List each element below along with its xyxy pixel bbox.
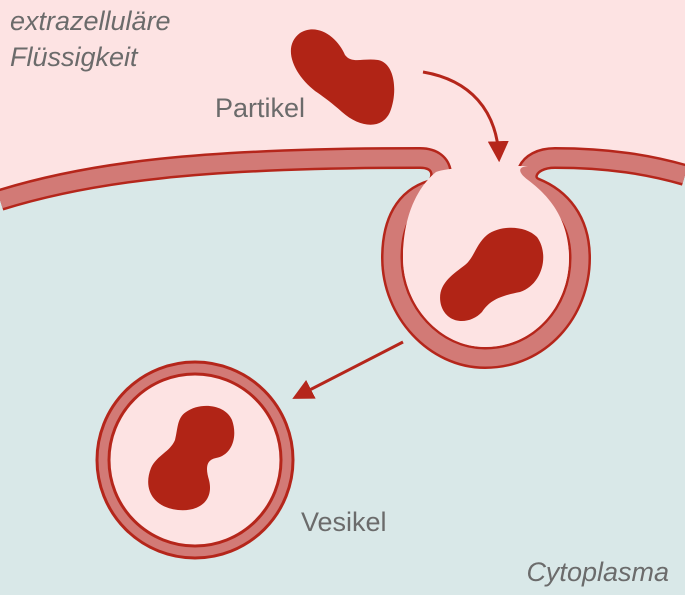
particle-in-vesicle — [148, 405, 235, 511]
arrow-particle-to-membrane — [422, 70, 509, 163]
label-vesicle: Vesikel — [301, 507, 387, 537]
label-extracellular-line1: extrazelluläre — [10, 6, 171, 36]
plasma-membrane-inner — [0, 149, 685, 367]
label-extracellular-line2: Flüssigkeit — [10, 42, 139, 72]
label-cytoplasm: Cytoplasma — [526, 557, 669, 587]
arrow-invagination-to-vesicle — [292, 340, 404, 399]
particle-extracellular — [290, 29, 395, 125]
label-particle: Partikel — [215, 93, 305, 123]
particle-in-invagination — [440, 227, 544, 322]
